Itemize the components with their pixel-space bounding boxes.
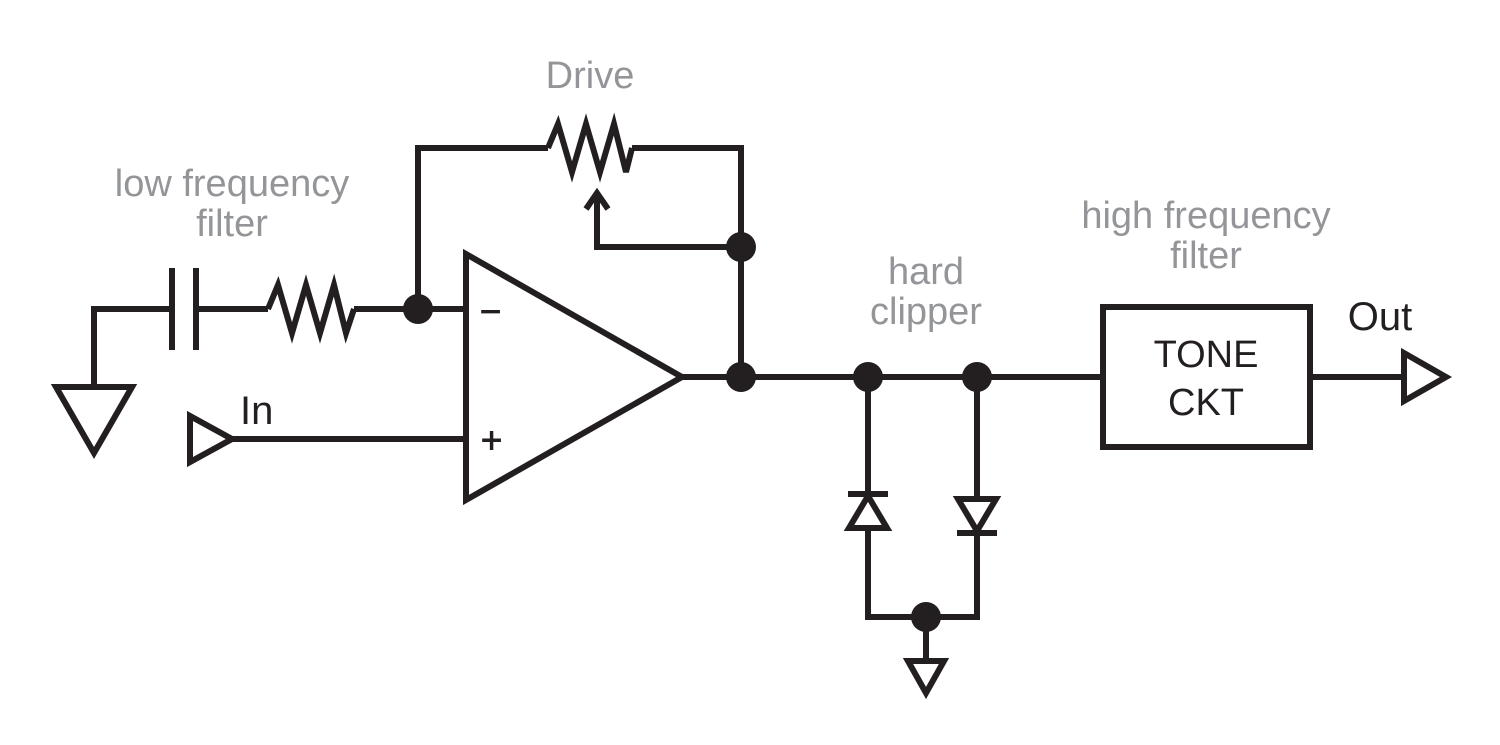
- ground-icon: [902, 658, 950, 700]
- potentiometer-icon: [545, 112, 741, 250]
- ground-icon: [50, 384, 138, 460]
- tone-box-line2: CKT: [1168, 382, 1244, 424]
- junction-wiper-node: [726, 232, 756, 262]
- drive-label: Drive: [546, 55, 635, 97]
- tone-box-line1: TONE: [1154, 334, 1259, 376]
- wire-feedback-left: [415, 145, 548, 309]
- opamp-plus-sign: +: [479, 423, 504, 458]
- clipper-label-line1: hard: [888, 251, 964, 293]
- clipper-label-line2: clipper: [870, 291, 982, 333]
- capacitor-icon: [169, 268, 199, 350]
- opamp-minus-sign: −: [478, 294, 503, 329]
- diode-icon: [843, 490, 893, 531]
- op-amp-icon: [463, 248, 689, 506]
- resistor-icon: [265, 273, 357, 344]
- wire-ground-to-capacitor: [91, 306, 170, 387]
- high-filter-label-line2: filter: [1170, 235, 1242, 277]
- diode-icon: [952, 496, 1002, 537]
- wire-feedback-right: [632, 145, 744, 377]
- tone-circuit-box: [1100, 304, 1313, 450]
- input-triangle-icon: [187, 410, 239, 468]
- input-label: In: [240, 389, 273, 433]
- low-filter-label-line1: low frequency: [115, 163, 349, 205]
- junction-output-node: [726, 362, 756, 392]
- low-filter-label-line2: filter: [196, 203, 268, 245]
- high-filter-label-line1: high frequency: [1081, 195, 1330, 237]
- output-triangle-icon: [1401, 347, 1453, 407]
- output-label: Out: [1348, 295, 1412, 339]
